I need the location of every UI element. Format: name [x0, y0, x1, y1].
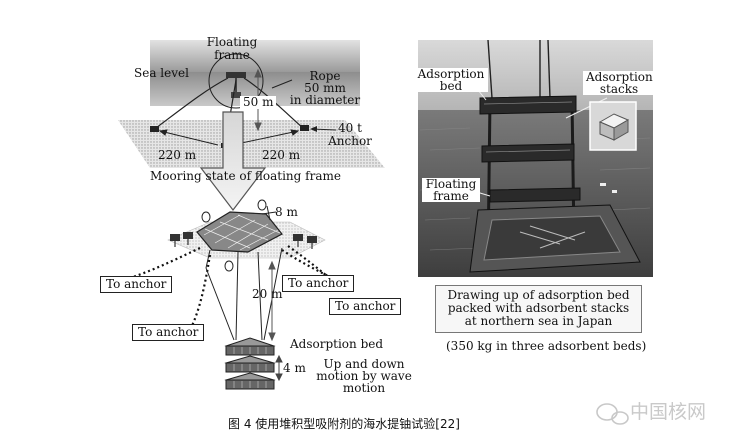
watermark-logo-icon	[596, 403, 629, 425]
label-photo-adsorption-bed: Adsorption bed	[414, 68, 488, 92]
figure-caption: 图 4 使用堆积型吸附剂的海水提铀试验[22]	[228, 417, 460, 431]
label-photo-floating-frame: Floating frame	[422, 178, 480, 202]
label-adsorption-bed: Adsorption bed	[290, 337, 384, 351]
label-rope: Rope 50 mm in diameter	[284, 70, 366, 106]
label-photo-adsorption-bed-text: Adsorption bed	[417, 67, 485, 93]
label-photo-adsorption-stacks: Adsorption stacks	[583, 71, 655, 95]
sea-block	[150, 40, 360, 106]
label-depth-20m: 20 m	[252, 287, 283, 301]
photo-caption: Drawing up of adsorption bed packed with…	[436, 289, 641, 328]
top-frame	[196, 211, 283, 253]
floating-frame-highlight	[208, 53, 264, 109]
anchor-right	[300, 125, 309, 131]
label-anchor-40t-text: 40 t Anchor	[328, 121, 372, 148]
down-arrow	[199, 111, 267, 211]
label-floating-frame-top: Floating frame	[200, 36, 264, 62]
label-photo-adsorption-stacks-text: Adsorption stacks	[586, 70, 653, 96]
photo-caption-box: Drawing up of adsorption bed packed with…	[435, 285, 642, 333]
label-anchor-40t: 40 t Anchor	[324, 122, 376, 148]
label-floating-frame-top-text: Floating frame	[206, 35, 258, 62]
sea-floor	[118, 120, 385, 168]
label-rope-text: Rope 50 mm in diameter	[289, 69, 361, 107]
label-sea-level: Sea level	[134, 66, 189, 80]
floating-frame-icon	[226, 72, 246, 78]
label-span-right: 220 m	[262, 148, 301, 162]
label-span-left: 220 m	[158, 148, 197, 162]
label-depth-50m: 50 m	[240, 96, 277, 109]
mass-note: (350 kg in three adsorbent beds)	[446, 339, 647, 353]
anchor-left	[150, 126, 159, 132]
mooring-caption: Mooring state of floating frame	[150, 169, 341, 183]
label-motion: Up and down motion by wave motion	[316, 358, 412, 394]
label-photo-floating-frame-text: Floating frame	[425, 177, 477, 203]
label-to-anchor-4: To anchor	[132, 324, 205, 341]
label-to-anchor-1: To anchor	[100, 276, 173, 293]
watermark-text: 中国核网	[630, 401, 707, 423]
photo-caption-text: Drawing up of adsorption bed packed with…	[447, 288, 630, 328]
label-width-8m: 8 m	[275, 205, 298, 219]
label-to-anchor-3: To anchor	[329, 298, 402, 315]
adsorption-bed-stack	[224, 337, 276, 390]
label-to-anchor-2: To anchor	[282, 275, 355, 292]
label-motion-text: Up and down motion by wave motion	[316, 357, 412, 395]
label-height-4m: 4 m	[283, 361, 306, 375]
